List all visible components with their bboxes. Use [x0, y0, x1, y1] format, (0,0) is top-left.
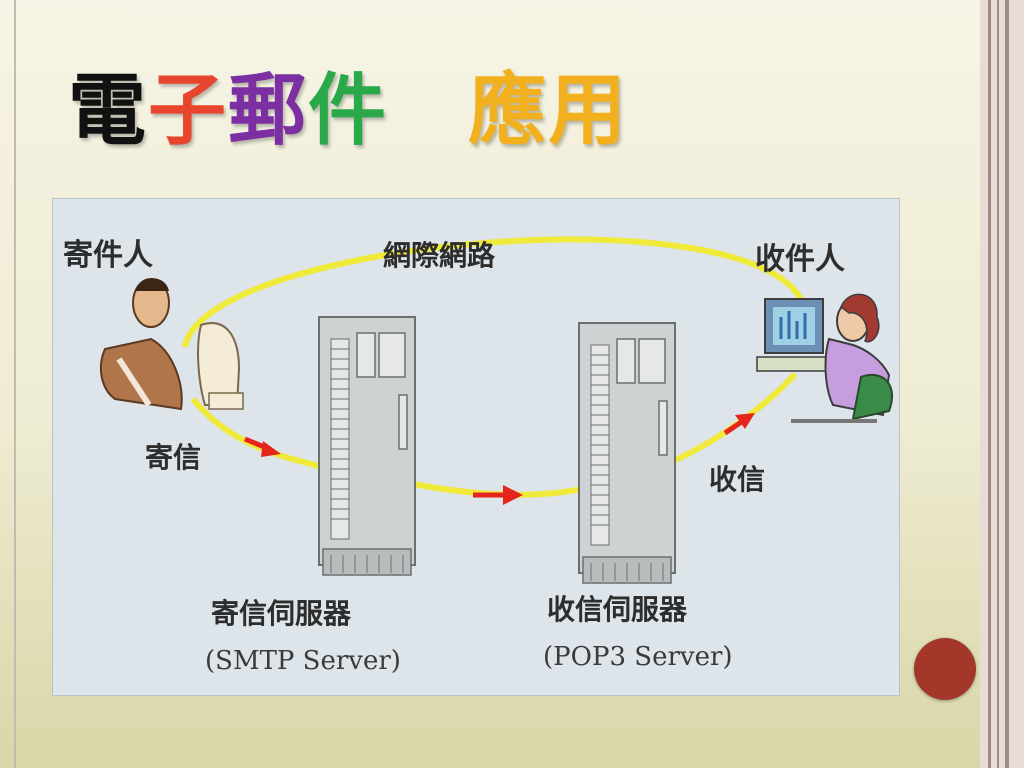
send-arrow	[244, 436, 281, 457]
pop3-server	[578, 322, 676, 584]
smtp-server	[318, 316, 416, 576]
sender-label: 寄件人	[63, 238, 153, 273]
email-flow-diagram: 寄件人 網際網路 收件人 寄信 收信 寄信伺服器 (SMTP Server) 收…	[52, 198, 900, 696]
relay-arrow	[473, 485, 523, 505]
right-border-line	[997, 0, 999, 768]
receiver-illustration	[756, 293, 894, 423]
receive-label: 收信	[709, 463, 765, 496]
right-border-line	[988, 0, 991, 768]
title-char: 應用	[468, 65, 629, 156]
receive-path	[671, 372, 798, 464]
right-border-band	[980, 0, 1024, 768]
internet-ring	[182, 236, 808, 348]
title-char: 電	[68, 65, 149, 156]
pop3-server-sublabel: (POP3 Server)	[543, 642, 733, 672]
smtp-server-label: 寄信伺服器	[211, 597, 352, 630]
pop3-server-label: 收信伺服器	[547, 593, 688, 626]
slide-title: 電子郵件 應用	[68, 48, 628, 160]
left-border-line	[14, 0, 16, 768]
receiver-label: 收件人	[755, 242, 845, 277]
internet-label: 網際網路	[383, 239, 496, 272]
right-border-line	[1005, 0, 1009, 768]
send-label: 寄信	[145, 441, 201, 474]
smtp-server-sublabel: (SMTP Server)	[205, 646, 401, 676]
decorative-circle	[914, 638, 976, 700]
sender-illustration	[99, 278, 244, 411]
title-char: 件	[308, 65, 389, 156]
title-spacer	[388, 48, 468, 160]
title-char: 子	[148, 65, 229, 156]
title-char: 郵	[228, 65, 309, 156]
receive-arrow	[723, 413, 755, 436]
